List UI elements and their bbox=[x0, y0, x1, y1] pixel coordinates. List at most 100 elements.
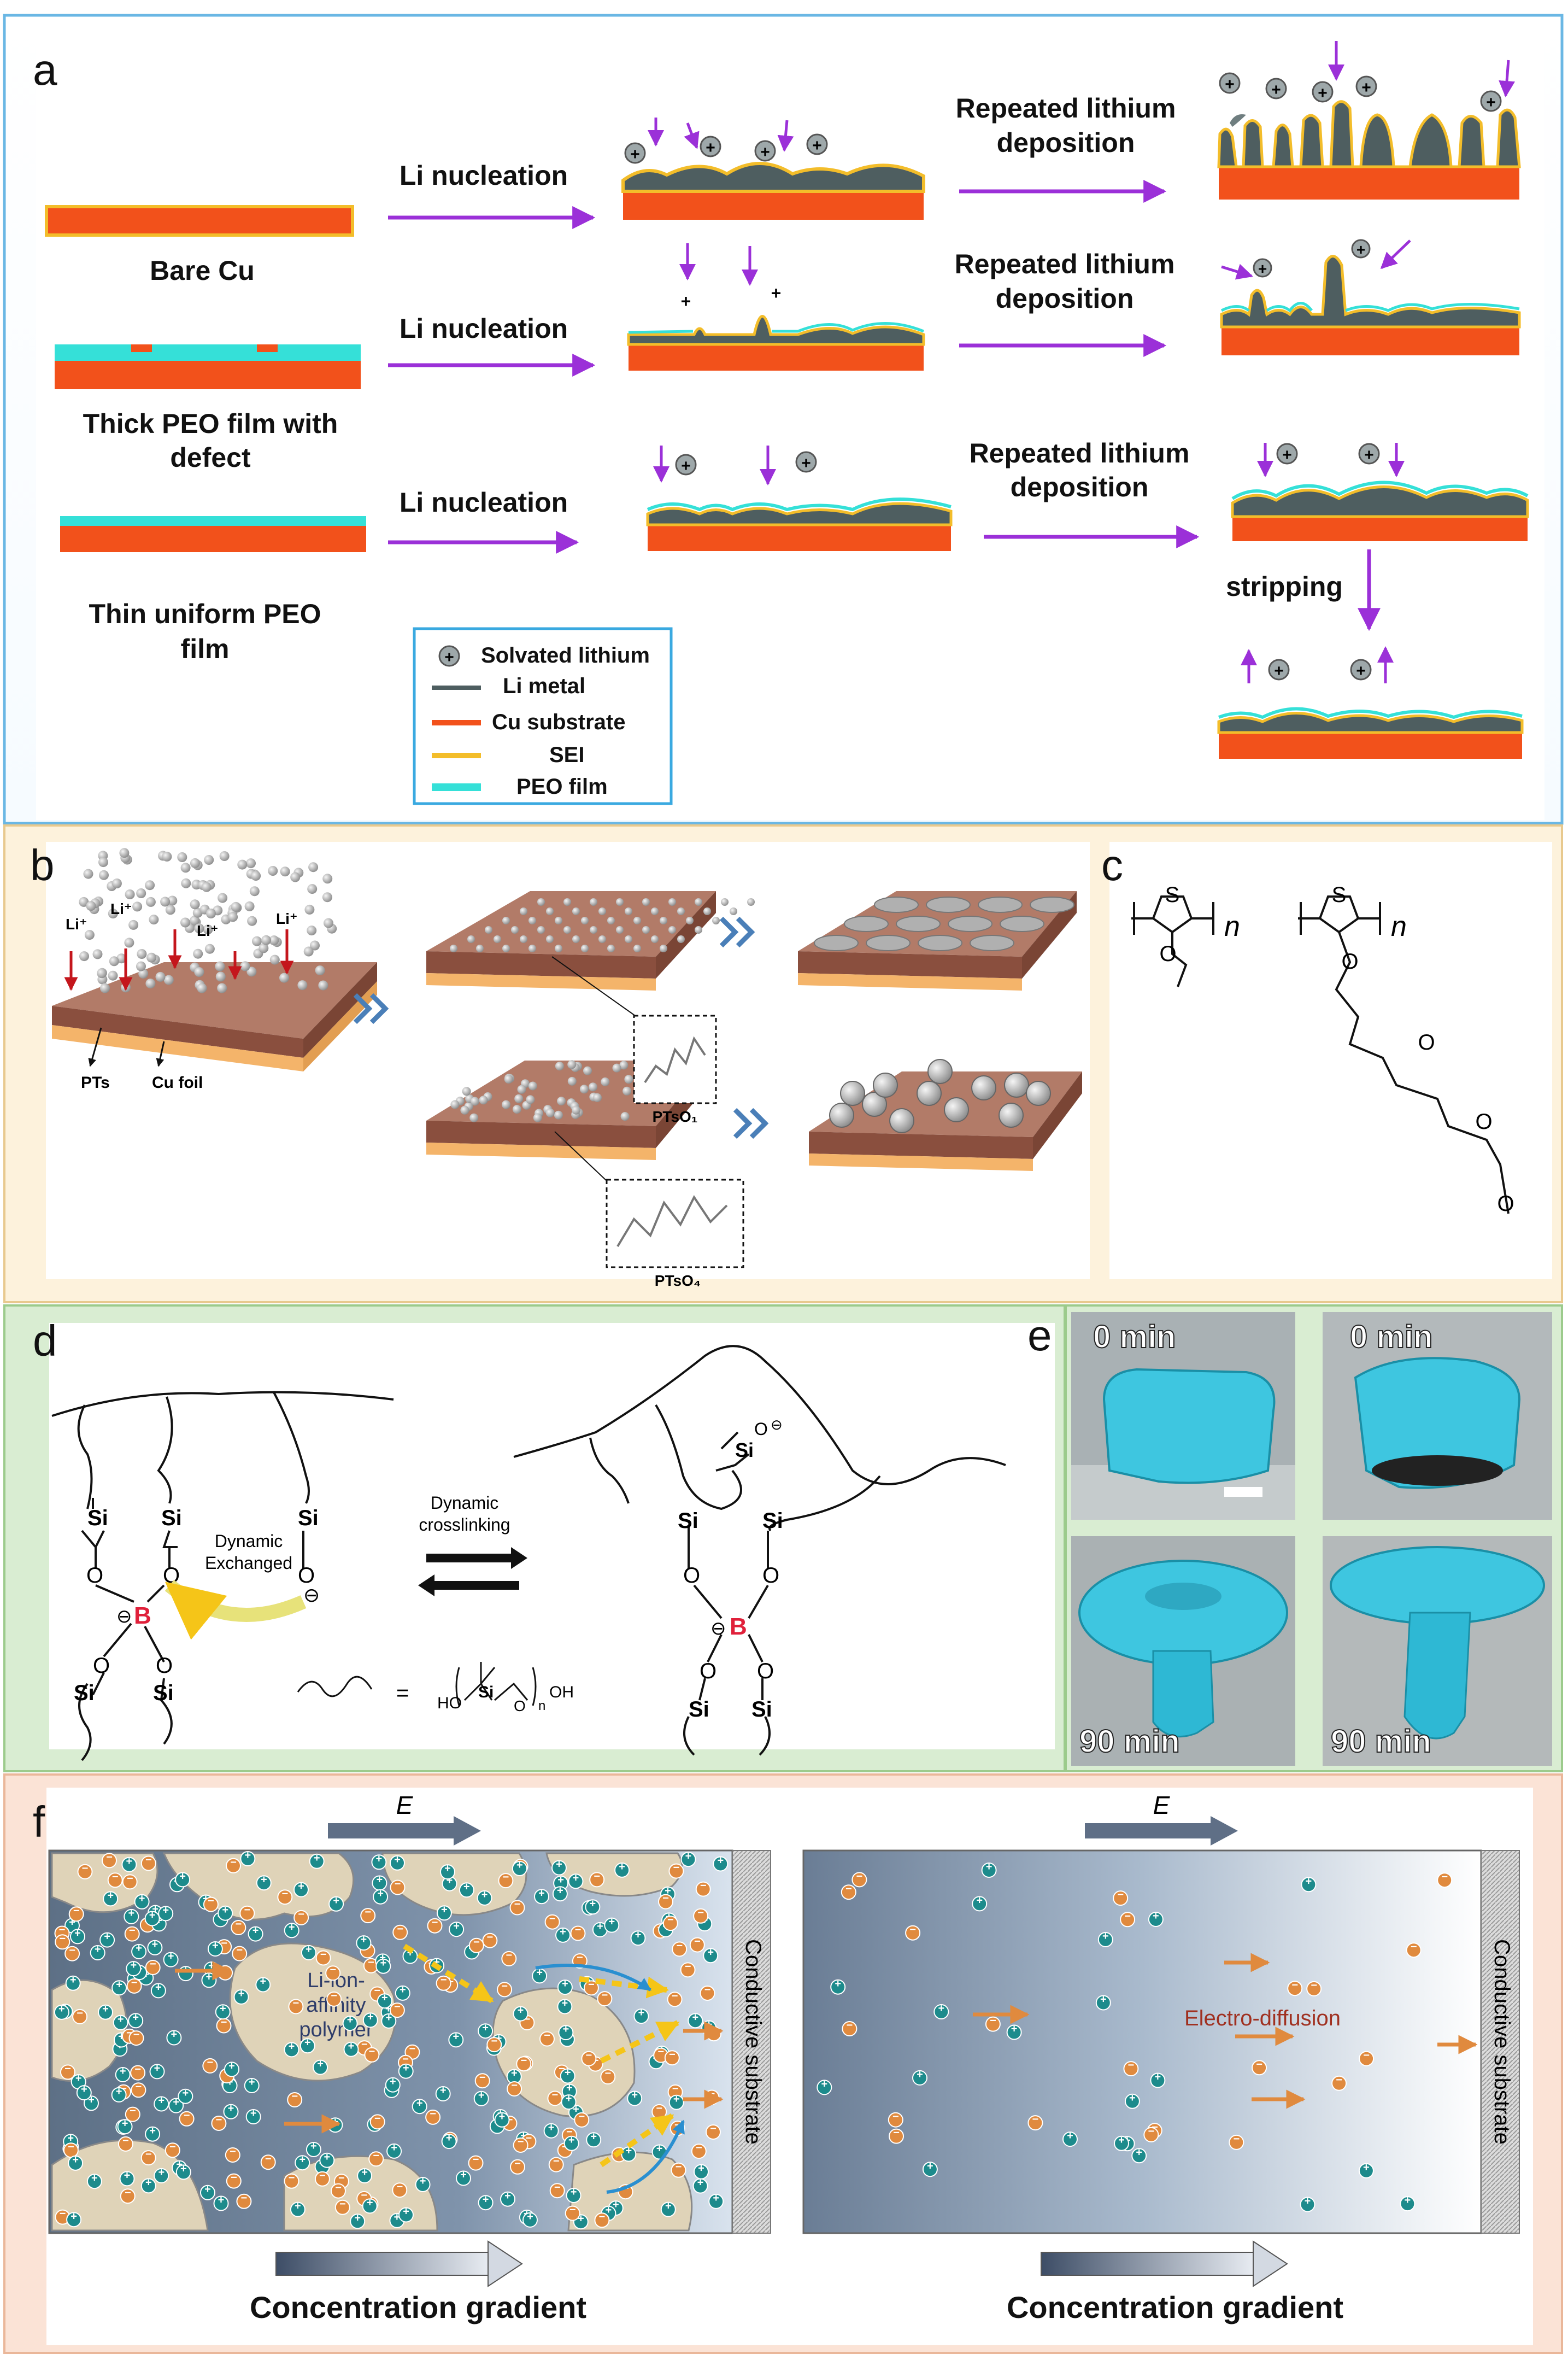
anion-icon: − bbox=[277, 1888, 293, 1905]
svg-text:+: + bbox=[562, 1998, 568, 2010]
anion-icon: − bbox=[548, 2156, 564, 2172]
svg-text:−: − bbox=[64, 2063, 71, 2075]
svg-text:+: + bbox=[597, 1920, 603, 1932]
anion-icon: − bbox=[600, 2068, 616, 2084]
svg-text:+: + bbox=[717, 1855, 724, 1867]
li-sphere-cloud bbox=[79, 848, 337, 993]
li-sphere bbox=[251, 871, 261, 881]
ptso1-inset-pointer bbox=[551, 956, 637, 1017]
svg-text:+: + bbox=[1102, 1930, 1109, 1942]
cation-icon: + bbox=[557, 1978, 573, 1995]
li-nucleus bbox=[572, 907, 580, 915]
cation-icon: + bbox=[70, 1927, 85, 1945]
svg-text:−: − bbox=[402, 2053, 409, 2065]
svg-text:−: − bbox=[594, 1870, 600, 1882]
li-sphere bbox=[177, 852, 187, 862]
li-sphere bbox=[119, 848, 130, 858]
svg-text:−: − bbox=[208, 1895, 214, 1907]
cation-icon: + bbox=[477, 1889, 492, 1906]
li-sphere bbox=[204, 944, 215, 954]
cation-icon: + bbox=[313, 2058, 328, 2075]
anion-icon: − bbox=[165, 2141, 180, 2158]
svg-text:−: − bbox=[230, 2146, 236, 2158]
anion-icon: − bbox=[841, 1883, 856, 1900]
svg-text:−: − bbox=[893, 2127, 900, 2139]
solvated-lithium-icon: + bbox=[768, 283, 784, 303]
li-nucleus bbox=[677, 907, 685, 915]
cation-icon: + bbox=[293, 1881, 309, 1898]
li-nucleus bbox=[526, 1095, 535, 1104]
svg-text:−: − bbox=[559, 2063, 565, 2075]
si-repeat: Si bbox=[478, 1683, 494, 1701]
cation-icon: + bbox=[357, 2166, 373, 2183]
minus-charge-right: ⊖ bbox=[771, 1416, 783, 1433]
li-nucleus bbox=[668, 898, 676, 906]
solvated-lithium-icon: + bbox=[1351, 239, 1371, 259]
li-nucleus bbox=[660, 945, 667, 952]
anion-icon: − bbox=[392, 1923, 408, 1940]
anion-icon: − bbox=[680, 1960, 696, 1978]
li-sphere bbox=[215, 961, 225, 971]
svg-text:+: + bbox=[821, 2078, 827, 2090]
svg-text:−: − bbox=[298, 1908, 304, 1920]
ion-arrow bbox=[1380, 239, 1411, 270]
li-disc bbox=[970, 935, 1014, 951]
svg-text:+: + bbox=[440, 2084, 447, 2097]
svg-text:+: + bbox=[403, 2206, 409, 2218]
li-disc bbox=[918, 935, 962, 951]
li-sphere bbox=[249, 886, 260, 897]
cation-icon: + bbox=[224, 2060, 239, 2077]
svg-text:+: + bbox=[681, 457, 691, 475]
anion-icon: − bbox=[203, 1895, 219, 1912]
svg-text:+: + bbox=[130, 1959, 137, 1971]
svg-text:+: + bbox=[179, 1870, 186, 1882]
svg-text:+: + bbox=[380, 1957, 386, 1969]
svg-text:−: − bbox=[59, 1932, 66, 1945]
cation-icon: + bbox=[76, 2083, 92, 2101]
solvated-lithium-icon: + bbox=[1358, 443, 1380, 465]
cation-icon: + bbox=[713, 1855, 729, 1872]
cation-icon: + bbox=[633, 2007, 649, 2024]
cation-icon: + bbox=[103, 1889, 119, 1907]
row2-deposition-label-line1: Repeated lithium bbox=[955, 249, 1175, 279]
svg-text:+: + bbox=[95, 1943, 101, 1955]
cation-icon: + bbox=[398, 2062, 414, 2079]
li-nucleus bbox=[545, 1108, 555, 1117]
anion-icon: − bbox=[130, 2064, 146, 2081]
li-disc bbox=[814, 935, 859, 951]
li-nucleus bbox=[572, 935, 580, 943]
ion-arrow bbox=[777, 120, 794, 152]
cation-icon: + bbox=[703, 1946, 719, 1964]
cation-icon: + bbox=[436, 1904, 452, 1921]
svg-text:+: + bbox=[58, 2003, 65, 2015]
dendritic-li-blobs bbox=[829, 1059, 1051, 1133]
svg-text:+: + bbox=[381, 1992, 388, 2004]
svg-text:+: + bbox=[478, 2089, 485, 2101]
ether-o-5: O bbox=[1497, 1192, 1514, 1216]
exchange-curved-arrow bbox=[165, 1579, 307, 1640]
li-sphere bbox=[246, 858, 256, 869]
anion-icon: − bbox=[468, 2154, 484, 2171]
svg-text:+: + bbox=[1067, 2130, 1073, 2142]
svg-text:+: + bbox=[578, 2212, 584, 2224]
li-sphere bbox=[180, 917, 190, 928]
panel-a-ions: + + + + + + + + + + + + + + + bbox=[624, 41, 1516, 683]
svg-text:−: − bbox=[338, 2172, 345, 2184]
svg-text:+: + bbox=[354, 2212, 361, 2224]
li-nucleus bbox=[633, 917, 641, 924]
poly-oligoethylene-oxide-thiophene-structure bbox=[1298, 895, 1510, 1214]
svg-text:−: − bbox=[145, 1854, 152, 1866]
li-disc bbox=[948, 916, 993, 932]
li-disc bbox=[896, 916, 941, 932]
cation-icon: + bbox=[473, 2089, 489, 2106]
anion-icon: − bbox=[72, 2007, 88, 2024]
cation-icon: + bbox=[350, 2212, 366, 2229]
svg-text:+: + bbox=[518, 2005, 524, 2017]
svg-text:+: + bbox=[249, 2076, 255, 2088]
cation-icon: + bbox=[147, 1939, 163, 1955]
svg-text:+: + bbox=[566, 2093, 572, 2105]
anion-icon: − bbox=[662, 1914, 678, 1931]
svg-text:−: − bbox=[369, 2046, 375, 2058]
cation-icon: + bbox=[981, 1861, 997, 1878]
li-sphere bbox=[79, 951, 89, 962]
